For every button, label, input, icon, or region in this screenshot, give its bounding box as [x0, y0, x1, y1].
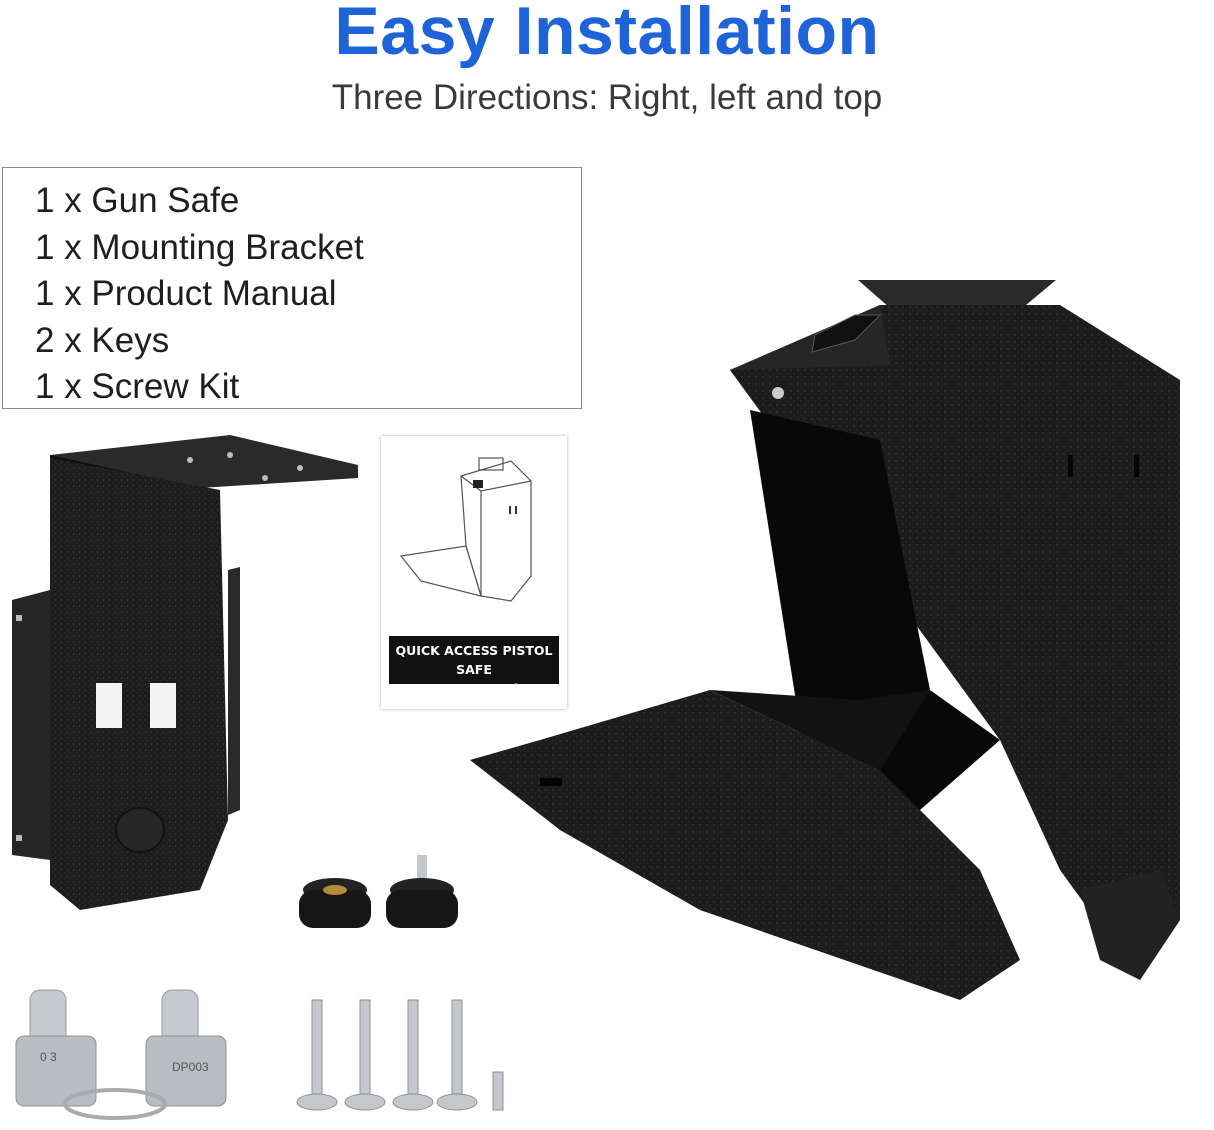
manual-subtitle: User Manual: [430, 681, 518, 696]
screw-kit-image: [296, 999, 504, 1111]
list-item: 1 x Screw Kit: [35, 367, 240, 406]
page-title: Easy Installation: [334, 0, 880, 69]
package-contents-list: 1 x Gun Safe 1 x Mounting Bracket 1 x Pr…: [3, 168, 581, 411]
page-subtitle: Three Directions: Right, left and top: [331, 78, 883, 117]
list-item: 1 x Mounting Bracket: [35, 227, 364, 267]
manual-title: QUICK ACCESS PISTOL SAFE: [395, 643, 553, 677]
manual-safe-illustration: [399, 457, 532, 602]
keys-image: 0 3 DP003: [10, 980, 240, 1125]
mounting-bracket-image: [12, 435, 358, 910]
gun-safe-image: [470, 280, 1180, 1000]
list-item: 1 x Gun Safe: [35, 181, 240, 220]
package-contents-box: 1 x Gun Safe 1 x Mounting Bracket 1 x Pr…: [2, 167, 582, 409]
knob-fasteners-image: [299, 855, 458, 928]
key-tag-right: DP003: [172, 1060, 209, 1074]
list-item: 2 x Keys: [35, 320, 170, 360]
list-item: 1 x Product Manual: [35, 274, 337, 313]
manual-cover-label: QUICK ACCESS PISTOL SAFE User Manual: [389, 636, 559, 696]
key-tag-left: 0 3: [40, 1050, 57, 1064]
product-manual-image: QUICK ACCESS PISTOL SAFE User Manual: [381, 436, 567, 709]
